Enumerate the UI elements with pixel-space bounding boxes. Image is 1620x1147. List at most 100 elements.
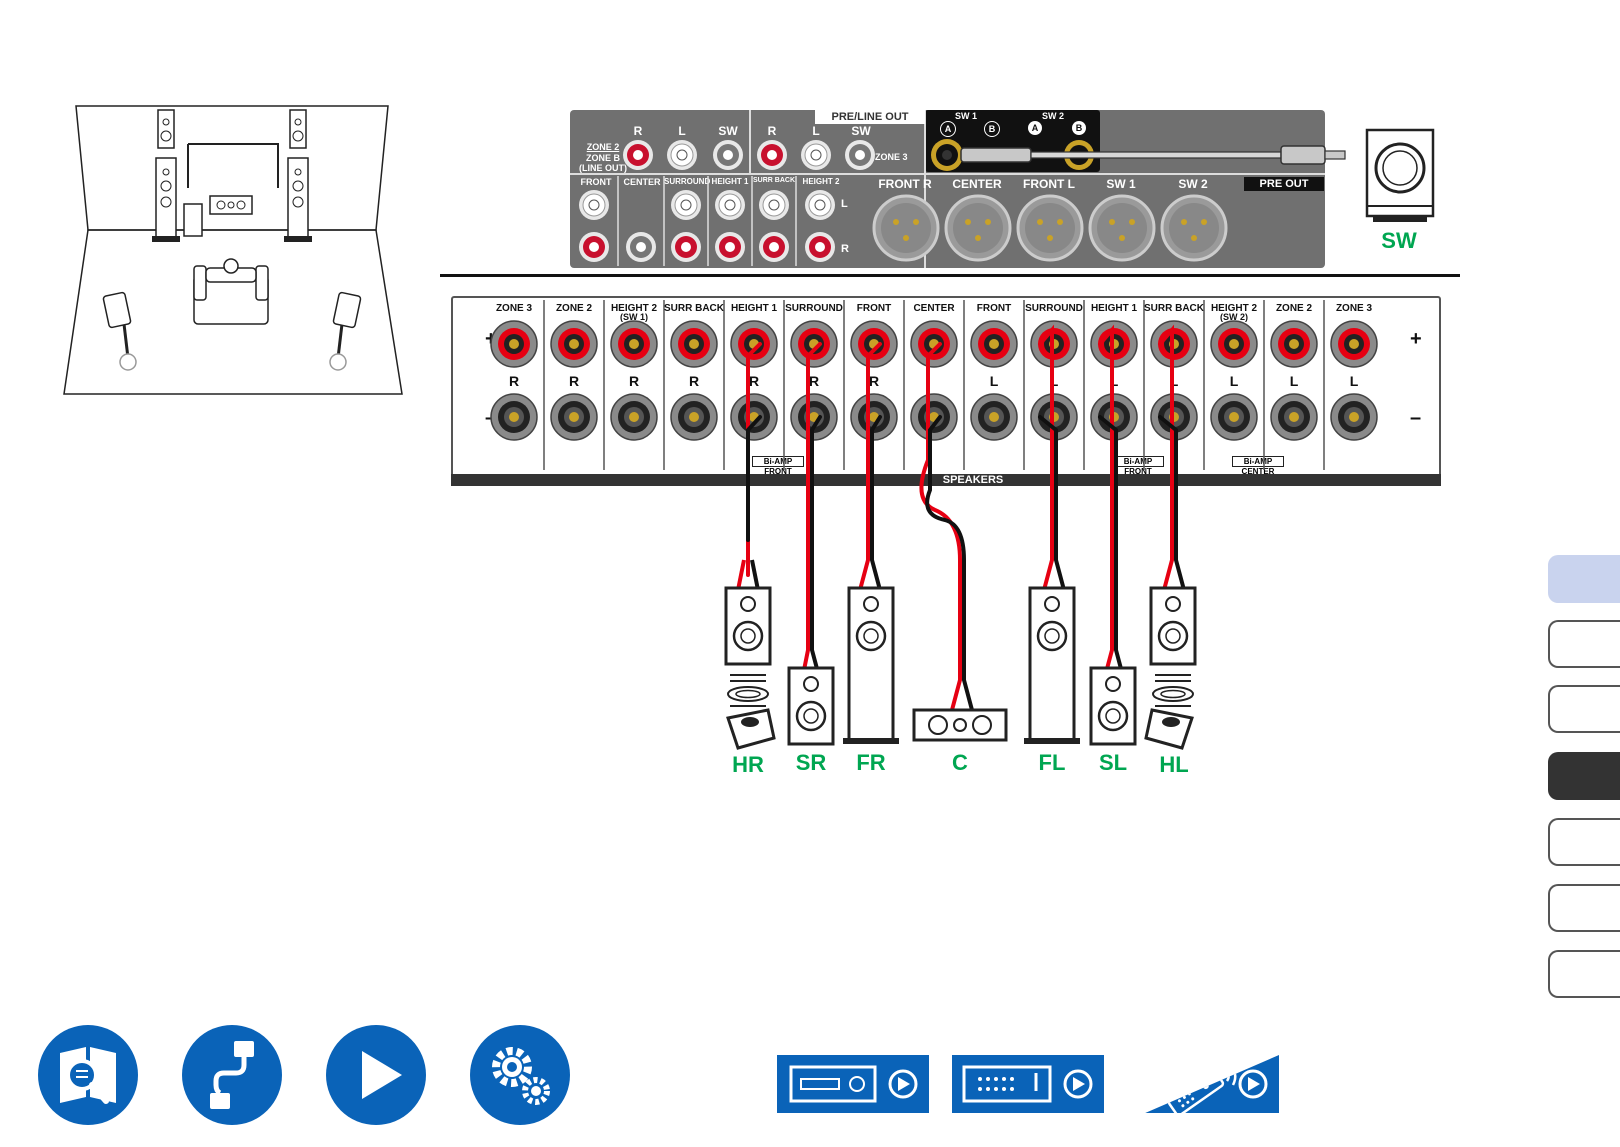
terminal-channel-label: HEIGHT 2	[1211, 303, 1258, 314]
surround-left-speaker-icon	[102, 291, 137, 371]
front-left-tower-speaker-icon	[152, 157, 180, 242]
preout-top-label-r2: R	[767, 124, 777, 138]
sw1-label: SW 1	[955, 111, 978, 121]
rca-surrback-l	[759, 190, 789, 220]
rca-jack-zone2-r	[623, 140, 653, 170]
speaker-label-hl: HL	[1159, 752, 1189, 777]
terminal-side-label: R	[689, 373, 699, 389]
setup-button[interactable]	[470, 1025, 570, 1125]
preout-top-label-l2: L	[812, 124, 820, 138]
biamp-center-text: CENTER	[1241, 467, 1275, 476]
wire-c-plus	[919, 342, 962, 712]
xlr-label-front-r: FRONT R	[878, 177, 932, 191]
terminal-channel-label: SURR BACK	[664, 303, 725, 314]
preout-top-rca-row	[623, 140, 875, 170]
terminal-side-label: R	[509, 373, 519, 389]
side-tab-4[interactable]	[1548, 752, 1620, 800]
front-right-tower-speaker-icon	[843, 586, 899, 744]
terminal-side-label: L	[1290, 373, 1299, 389]
front-panel-button[interactable]	[777, 1055, 929, 1113]
height-left-speaker-icon	[1144, 586, 1197, 750]
xlr-label-sw1: SW 1	[1106, 177, 1136, 191]
biamp-center-label: Bi-AMP CENTER	[1232, 456, 1284, 476]
xlr-label-front-l: FRONT L	[1023, 177, 1075, 191]
wire-hr-minus	[746, 415, 762, 542]
playback-button[interactable]	[326, 1025, 426, 1125]
side-tab-7[interactable]	[1548, 950, 1620, 998]
room-subwoofer-icon	[183, 203, 203, 237]
terminal-side-label: L	[1050, 373, 1059, 389]
preout-divider-v1	[749, 110, 751, 173]
subwoofer-label: SW	[1381, 228, 1417, 253]
listener-sofa-icon	[193, 258, 269, 325]
sw2-label: SW 2	[1042, 111, 1065, 121]
preout-label-height2: HEIGHT 2	[802, 177, 840, 186]
wire-sr-plus	[800, 342, 822, 682]
wire-fr-minus	[870, 415, 882, 592]
speaker-label-hr: HR	[732, 752, 764, 777]
terminal-minus-post	[1229, 412, 1239, 422]
preout-label-front: FRONT	[580, 177, 612, 187]
play-icon	[362, 1051, 402, 1099]
rear-panel-device-icon	[962, 1065, 1093, 1103]
terminal-channel-label: ZONE 3	[1336, 303, 1373, 314]
speakers-label: SPEAKERS	[910, 474, 1036, 486]
rca-height2-l	[805, 190, 835, 220]
subwoofer-cable	[931, 139, 1346, 171]
height-right-speaker-icon	[724, 586, 776, 750]
front-left-tower-speaker-icon	[1024, 586, 1080, 744]
wire-fr-plus	[858, 342, 882, 592]
terminal-channel-label: HEIGHT 2	[611, 303, 658, 314]
terminal-plus-post	[629, 339, 639, 349]
remote-control-button[interactable]	[1127, 1055, 1279, 1113]
book-search-icon	[60, 1047, 116, 1104]
rear-panel-button[interactable]	[952, 1055, 1104, 1113]
xlr-connector-sw1	[1088, 194, 1156, 262]
xlr-connector-sw2	[1160, 194, 1228, 262]
terminal-side-label: L	[1170, 373, 1179, 389]
wire-sl-plus	[1098, 324, 1114, 682]
xlr-label-sw2: SW 2	[1178, 177, 1208, 191]
speaker-label-fr: FR	[856, 750, 886, 775]
sw2-jack-b-label: B	[1072, 121, 1086, 135]
terminal-minus-post	[989, 412, 999, 422]
xlr-connector-front-r	[872, 194, 940, 262]
preout-top-label-sw2: SW	[851, 124, 871, 138]
rca-surrback-r	[759, 232, 789, 262]
side-tab-1[interactable]	[1548, 555, 1620, 603]
connections-button[interactable]	[182, 1025, 282, 1125]
biamp-front-text: FRONT	[1124, 467, 1152, 476]
wire-hl-minus	[1158, 415, 1186, 592]
rca-front-r	[579, 232, 609, 262]
speaker-label-c: C	[952, 750, 968, 775]
side-tab-2[interactable]	[1548, 620, 1620, 668]
xlr-connector-center	[944, 194, 1012, 262]
terminal-sub-note: (SW 2)	[1220, 312, 1248, 322]
zoneb-label: ZONE B	[585, 153, 620, 163]
zone2-label: ZONE 2	[586, 142, 620, 152]
xlr-label-center: CENTER	[952, 177, 1002, 191]
preout-top-label-l1: L	[678, 124, 686, 138]
rca-height1-r	[715, 232, 745, 262]
terminal-channel-label: SURROUND	[1025, 303, 1083, 314]
terminal-side-label: R	[749, 373, 759, 389]
xlr-connector-row	[872, 194, 1228, 262]
rca-surround-r	[671, 232, 701, 262]
wire-c-minus	[925, 415, 974, 712]
rca-center	[626, 232, 656, 262]
contents-search-button[interactable]	[38, 1025, 138, 1125]
side-tab-3[interactable]	[1548, 685, 1620, 733]
room-layout-diagram	[63, 105, 403, 395]
terminal-channel-label: SURR BACK	[1144, 303, 1205, 314]
terminal-channel-label: HEIGHT 1	[731, 303, 778, 314]
xlr-connector-front-l	[1016, 194, 1084, 262]
terminal-channel-label: CENTER	[913, 303, 955, 314]
side-tab-5[interactable]	[1548, 818, 1620, 866]
terminal-plus-post	[1349, 339, 1359, 349]
preout-label-center: CENTER	[623, 177, 661, 187]
terminal-minus-post	[1349, 412, 1359, 422]
terminal-plus-post	[1229, 339, 1239, 349]
section-separator	[440, 274, 1460, 277]
rca-height1-l	[715, 190, 745, 220]
side-tab-6[interactable]	[1548, 884, 1620, 932]
